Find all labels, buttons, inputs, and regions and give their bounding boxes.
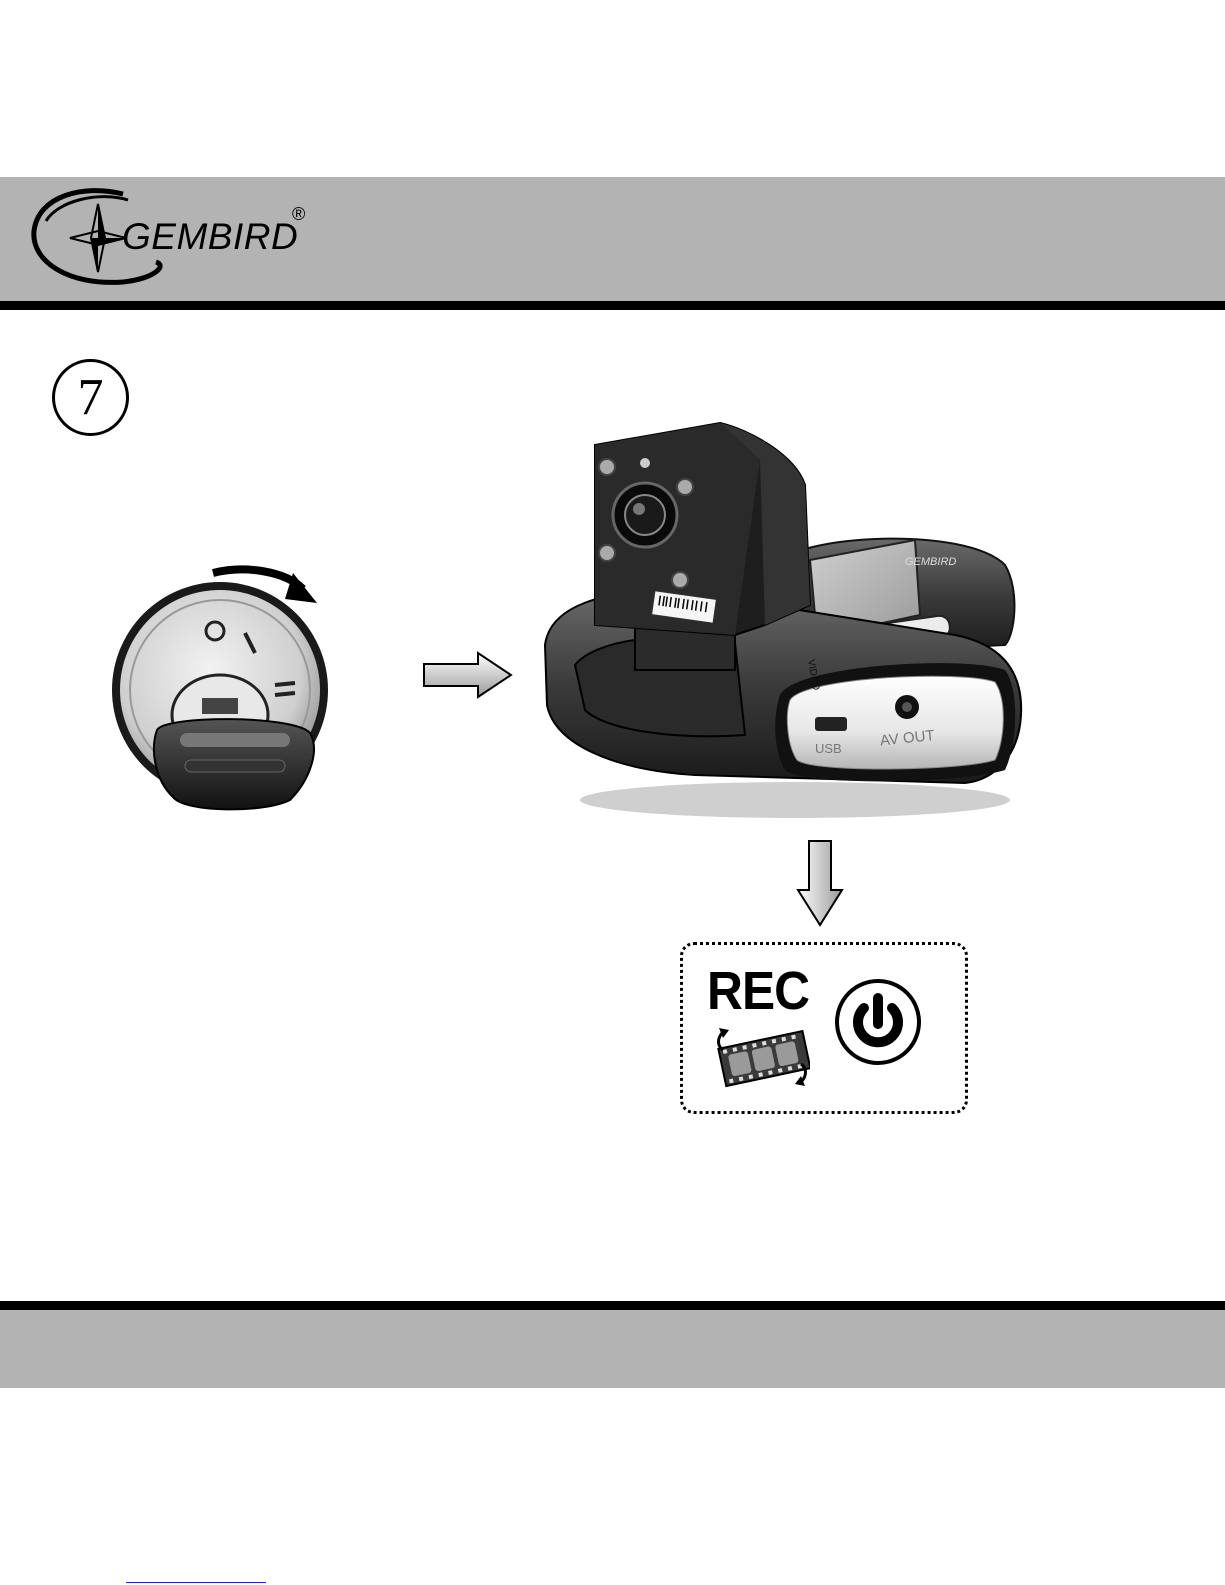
footer-band <box>0 1310 1225 1388</box>
camera-brand: GEMBIRD <box>905 556 956 568</box>
link-underline <box>126 1582 266 1583</box>
footer-rule <box>0 1301 1225 1310</box>
power-icon <box>834 978 922 1066</box>
rec-label: REC <box>707 964 809 1018</box>
arrow-right-icon <box>420 650 515 700</box>
step-number: 7 <box>52 359 129 436</box>
car-camera-photo: GEMBIRD USB AV OUT VIDEO <box>535 415 1025 825</box>
usb-port-label: USB <box>815 741 842 756</box>
brand-name: GEMBIRD <box>122 218 298 255</box>
registered-mark: ® <box>292 205 305 223</box>
header-rule <box>0 301 1225 310</box>
ignition-key-switch-illustration <box>105 555 340 825</box>
film-strip-icon <box>715 1024 810 1090</box>
arrow-down-icon <box>795 838 845 928</box>
